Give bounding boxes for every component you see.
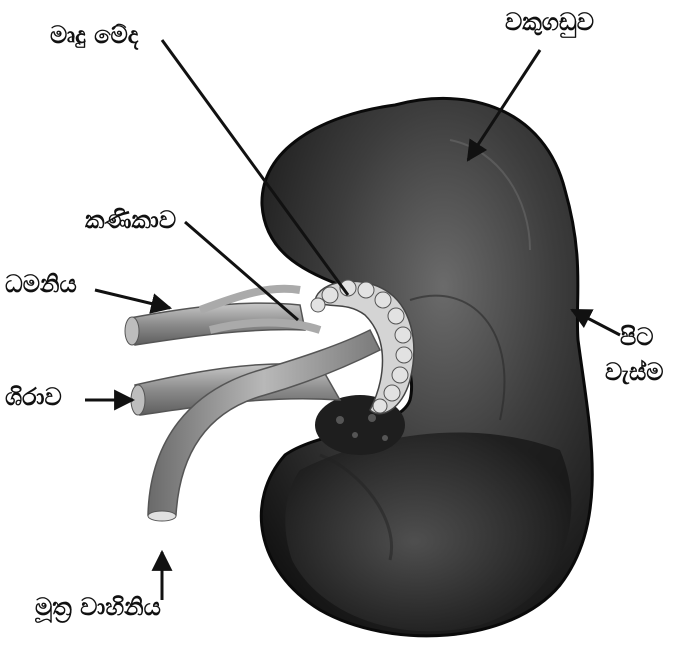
label-kidney: වකුගඩුව: [505, 8, 594, 38]
label-back-line1: පිට: [620, 323, 654, 351]
label-artery: ධමනිය: [5, 270, 77, 298]
pointer-artery: [95, 290, 170, 308]
label-ureter: මූත්‍ර වාහිනිය: [34, 593, 161, 623]
artery-vessel: [125, 289, 320, 345]
label-renal-fat: මෘදු මේද: [50, 21, 139, 51]
pointer-back: [572, 310, 620, 335]
label-vein: ශිරාව: [5, 383, 62, 411]
label-back-line2: වැස්ම: [605, 358, 663, 386]
label-renal-tubule: කණිකාව: [85, 206, 176, 234]
